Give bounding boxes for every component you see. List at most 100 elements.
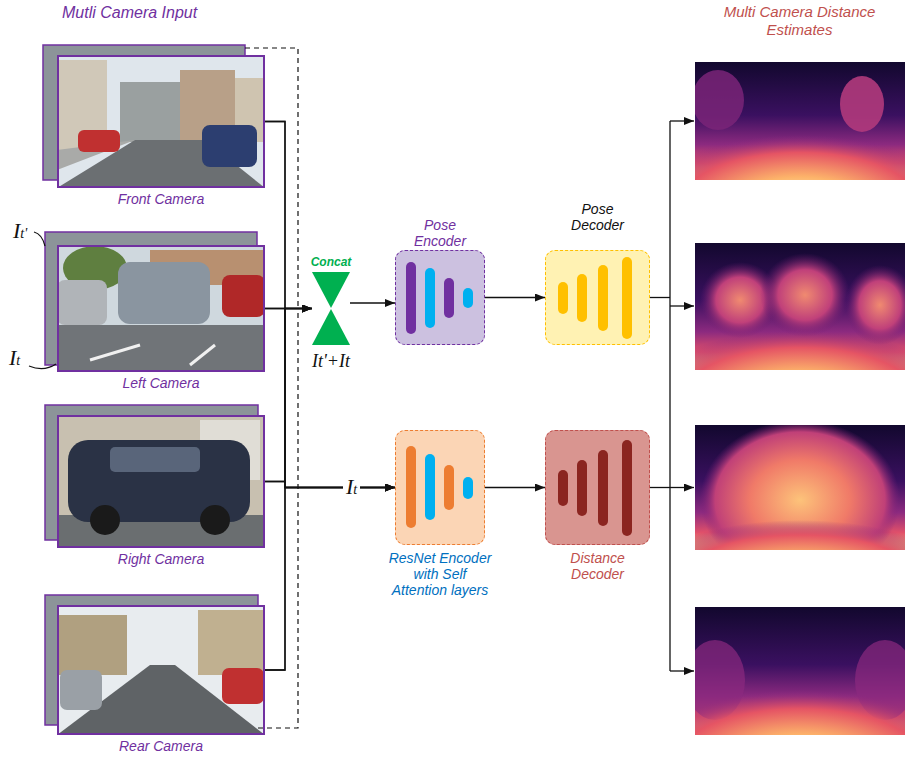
depth-map <box>695 243 905 370</box>
concat-symbol <box>312 272 350 308</box>
pose-decoder-block <box>577 274 587 322</box>
resnet-encoder-block <box>463 477 473 499</box>
distance-decoder-block <box>598 450 608 526</box>
block-label: It'+It <box>291 351 371 372</box>
distance-decoder-block <box>558 470 568 506</box>
depth-map <box>840 76 884 132</box>
connector-arrow <box>265 309 312 482</box>
depth-map <box>695 607 905 735</box>
block-label: Pose Encoder <box>405 217 475 249</box>
connector-arrow <box>265 309 312 671</box>
camera-image <box>57 665 265 735</box>
leader-line <box>29 232 56 369</box>
camera-image <box>57 605 265 735</box>
resnet-encoder-block <box>395 430 485 545</box>
camera-image <box>57 55 265 188</box>
connector-arrow <box>265 488 395 671</box>
camera-caption: Right Camera <box>61 551 261 567</box>
depth-map <box>695 62 905 180</box>
camera-caption: Left Camera <box>61 375 261 391</box>
camera-image <box>190 345 215 365</box>
network-block: Distance Decoder <box>545 430 650 545</box>
camera-image <box>60 670 102 710</box>
network-block: Pose Decoder <box>545 250 650 345</box>
pose-decoder-block <box>598 265 608 331</box>
resnet-encoder-block <box>395 430 485 545</box>
block-label: ResNet Encoder with Self Attention layer… <box>388 550 492 598</box>
connector-arrow <box>485 487 545 488</box>
depth-map <box>695 135 905 180</box>
camera-image <box>90 505 120 535</box>
output-wire <box>670 305 694 306</box>
pose-decoder-block <box>545 250 650 345</box>
camera-image <box>200 505 230 535</box>
output-wire <box>650 487 670 488</box>
distance-decoder-block <box>622 440 632 536</box>
pose-encoder-block <box>425 268 435 328</box>
output-heading: Multi Camera Distance Estimates <box>712 3 887 39</box>
dashed-connector <box>245 48 298 728</box>
camera-caption: Front Camera <box>61 191 261 207</box>
depth-map <box>695 70 744 130</box>
camera-image <box>57 415 265 548</box>
network-block: Pose Encoder <box>395 250 485 345</box>
distance-decoder-block <box>577 460 587 516</box>
depth-map <box>695 425 905 550</box>
camera-image <box>202 125 257 167</box>
camera-image <box>198 610 265 675</box>
depth-map <box>760 253 850 337</box>
connector-arrow <box>265 309 395 488</box>
pose-encoder-block <box>406 262 416 334</box>
camera-image <box>57 415 265 548</box>
pose-encoder-block <box>444 278 454 318</box>
camera-image <box>57 615 127 675</box>
concat-symbol <box>312 272 350 345</box>
output-wire <box>670 120 694 121</box>
leader-line <box>29 364 56 369</box>
resnet-encoder-block <box>444 465 454 510</box>
camera-image <box>57 245 265 372</box>
depth-map <box>845 265 905 345</box>
input-label: It <box>343 474 360 500</box>
camera-image <box>222 668 264 704</box>
depth-map <box>695 690 905 735</box>
camera-image <box>57 55 265 188</box>
depth-map <box>695 330 905 370</box>
camera-frame: Left Camera <box>57 245 265 372</box>
camera-caption: Rear Camera <box>61 738 261 754</box>
camera-image <box>78 130 120 152</box>
camera-image <box>120 82 180 142</box>
pose-decoder-block <box>558 282 568 314</box>
camera-frame: Front Camera <box>57 55 265 188</box>
camera-image <box>110 447 200 472</box>
network-block: ConcatIt'+It <box>312 272 350 345</box>
camera-image <box>57 605 265 735</box>
camera-image <box>57 280 107 325</box>
block-label: Distance Decoder <box>553 550 643 582</box>
pose-encoder-block <box>463 288 473 308</box>
frame-label: It <box>9 345 20 371</box>
pose-encoder-block <box>395 250 485 345</box>
connector-arrow <box>265 122 312 309</box>
pose-decoder-block <box>545 250 650 345</box>
connector-arrow <box>485 297 545 298</box>
camera-image <box>57 245 265 372</box>
pose-decoder-block <box>622 257 632 339</box>
distance-decoder-block <box>545 430 650 545</box>
camera-image <box>57 325 265 372</box>
depth-map <box>695 520 905 550</box>
leader-line <box>34 232 45 246</box>
connector-arrow <box>265 482 395 488</box>
output-wire <box>670 487 694 488</box>
output-wire <box>650 121 694 671</box>
camera-frame: Rear Camera <box>57 605 265 735</box>
camera-image <box>222 275 265 317</box>
distance-decoder-block <box>545 430 650 545</box>
pose-encoder-block <box>395 250 485 345</box>
block-label: Concat <box>291 256 371 270</box>
resnet-encoder-block <box>406 446 416 528</box>
diagram-title: Mutli Camera Input <box>62 4 197 22</box>
frame-label: It' <box>13 218 27 244</box>
connector-arrow <box>350 302 395 303</box>
